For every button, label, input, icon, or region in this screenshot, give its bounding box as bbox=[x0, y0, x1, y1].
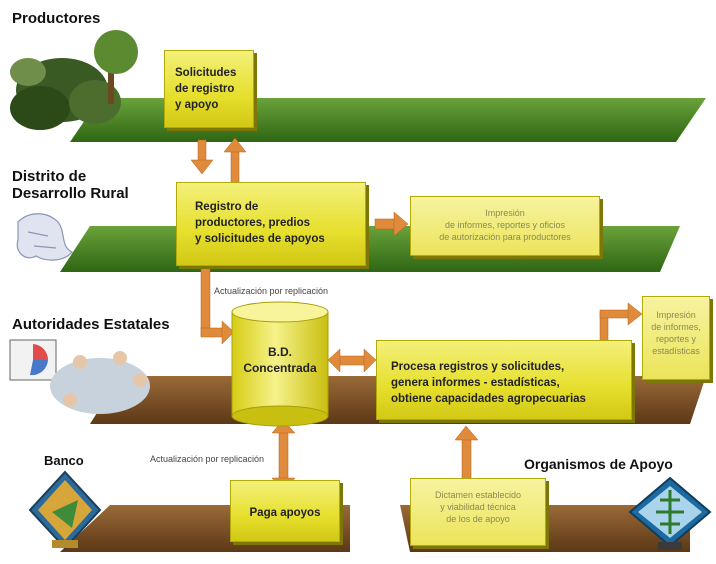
proceso-box: Procesa registros y solicitudes, genera … bbox=[376, 340, 632, 420]
impresion-informes-box: Impresión de informes, reportes y oficio… bbox=[410, 196, 600, 256]
replication-note-banco: Actualización por replicación bbox=[150, 454, 265, 464]
arrow-dictamen-proceso bbox=[454, 425, 479, 483]
level-label-banco: Banco bbox=[44, 453, 84, 468]
level-label-distrito: Distrito de Desarrollo Rural bbox=[12, 168, 129, 202]
level-label-productores: Productores bbox=[12, 10, 101, 27]
map-illustration bbox=[16, 213, 73, 261]
organization-logo bbox=[628, 476, 712, 550]
arrow-registro-bd bbox=[200, 267, 235, 345]
arrow-solicitudes-down bbox=[190, 139, 214, 175]
database-cylinder bbox=[231, 301, 329, 427]
replication-note-distrito: Actualización por replicación bbox=[214, 286, 329, 296]
dictamen-box: Dictamen establecido y viabilidad técnic… bbox=[410, 478, 546, 546]
paga-apoyos-box: Paga apoyos bbox=[230, 480, 340, 542]
bank-logo bbox=[28, 470, 102, 550]
meeting-illustration bbox=[9, 339, 150, 414]
level-label-organismos: Organismos de Apoyo bbox=[524, 456, 673, 472]
arrow-registro-up bbox=[223, 137, 247, 187]
arrow-proceso-impresion bbox=[599, 302, 643, 345]
farm-illustration bbox=[10, 30, 138, 130]
solicitudes-box: Solicitudes de registro y apoyo bbox=[164, 50, 254, 128]
impresion-estadisticas-box: Impresión de informes, reportes y estadí… bbox=[642, 296, 710, 380]
arrow-bd-proceso bbox=[327, 348, 377, 373]
bd-label: B.D. Concentrada bbox=[243, 345, 317, 375]
arrow-registro-impresion bbox=[374, 211, 409, 237]
registro-box: Registro de productores, predios y solic… bbox=[176, 182, 366, 266]
level-label-autoridades: Autoridades Estatales bbox=[12, 316, 170, 333]
